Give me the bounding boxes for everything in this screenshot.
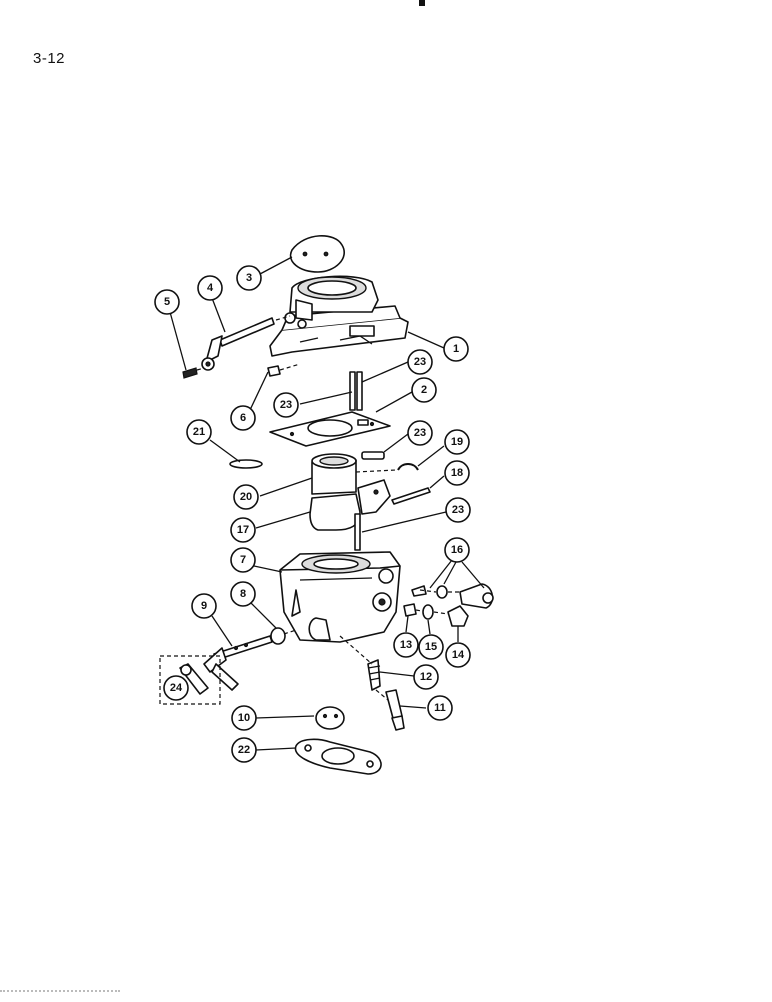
- part-5-screw: [182, 367, 205, 379]
- callout-label: 14: [452, 649, 465, 661]
- callout-24: 24: [163, 675, 189, 701]
- callout-label: 10: [238, 712, 250, 724]
- callout-4: 4: [197, 275, 223, 301]
- callout-label: 19: [451, 436, 463, 448]
- top-edge-mark: [419, 0, 425, 6]
- callout-5: 5: [154, 289, 180, 315]
- part-21-ring: [229, 459, 263, 469]
- leader-lines: [169, 256, 485, 751]
- callout-20: 20: [233, 484, 259, 510]
- callout-10: 10: [231, 705, 257, 731]
- callout-23-c: 23: [407, 420, 433, 446]
- callout-label: 23: [452, 504, 464, 516]
- callout-1: 1: [443, 336, 469, 362]
- part-2-gasket: [269, 411, 391, 447]
- callout-21: 21: [186, 419, 212, 445]
- callout-label: 23: [414, 356, 426, 368]
- callout-8: 8: [230, 581, 256, 607]
- part-6-screw: [267, 363, 301, 377]
- part-7-carburetor-body: [279, 551, 401, 643]
- callout-label: 23: [280, 399, 292, 411]
- callout-19: 19: [444, 429, 470, 455]
- page-number: 3-12: [33, 50, 66, 67]
- part-20-venturi: [311, 453, 357, 495]
- alignment-lines: [283, 469, 460, 701]
- callout-label: 6: [240, 412, 246, 424]
- callout-label: 15: [425, 641, 437, 653]
- callout-label: 2: [421, 384, 427, 396]
- callout-label: 17: [237, 524, 249, 536]
- callout-label: 11: [434, 702, 446, 714]
- callouts: 3 4 5 1 23 6 23 2 21 23 19 18 20 17 23 1…: [154, 265, 471, 763]
- part-13-jet: [403, 603, 417, 617]
- callout-2: 2: [411, 377, 437, 403]
- callout-label: 4: [207, 282, 214, 294]
- callout-label: 21: [193, 426, 205, 438]
- callout-13: 13: [393, 632, 419, 658]
- callout-17: 17: [230, 517, 256, 543]
- part-23-pin-middle: [361, 451, 385, 460]
- callout-18: 18: [444, 460, 470, 486]
- callout-23-d: 23: [445, 497, 471, 523]
- callout-23-a: 23: [407, 349, 433, 375]
- callout-15: 15: [418, 634, 444, 660]
- footer-smudge: [0, 990, 120, 1002]
- part-8-bushing: [270, 627, 286, 645]
- callout-12: 12: [413, 664, 439, 690]
- callout-6: 6: [230, 405, 256, 431]
- part-15-washer: [422, 604, 434, 620]
- callout-label: 12: [420, 671, 432, 683]
- part-14-plug: [447, 605, 469, 627]
- callout-label: 13: [400, 639, 412, 651]
- callout-label: 16: [451, 544, 463, 556]
- callout-23-b: 23: [273, 392, 299, 418]
- callout-label: 9: [201, 600, 207, 612]
- callout-14: 14: [445, 642, 471, 668]
- callout-22: 22: [231, 737, 257, 763]
- callout-label: 20: [240, 491, 252, 503]
- callout-3: 3: [236, 265, 262, 291]
- part-11-idle-screw: [385, 689, 405, 731]
- callout-label: 18: [451, 467, 463, 479]
- callout-label: 22: [238, 744, 250, 756]
- callout-label: 3: [246, 272, 252, 284]
- part-19-clip: [397, 463, 419, 471]
- callout-label: 1: [453, 343, 459, 355]
- callout-label: 23: [414, 427, 426, 439]
- part-24-lever-kit: [159, 655, 221, 705]
- part-23-pins-upper: [349, 371, 363, 411]
- part-3-choke-plate: [289, 235, 345, 273]
- part-9-throttle-shaft: [203, 635, 273, 691]
- callout-7: 7: [230, 547, 256, 573]
- callout-label: 24: [170, 682, 183, 694]
- callout-label: 8: [240, 588, 246, 600]
- callout-label: 5: [164, 296, 170, 308]
- part-12-spring: [367, 659, 381, 691]
- part-22-base-gasket: [294, 738, 382, 775]
- callout-11: 11: [427, 695, 453, 721]
- part-16-plug-set: [411, 583, 494, 609]
- callout-16: 16: [444, 537, 470, 563]
- part-18-float-pin: [391, 487, 431, 505]
- part-10-throttle-plate: [315, 706, 345, 730]
- callout-label: 7: [240, 554, 246, 566]
- part-1-air-horn: [269, 275, 409, 357]
- callout-9: 9: [191, 593, 217, 619]
- part-23-pin-lower: [354, 513, 361, 551]
- part-4-choke-shaft: [201, 315, 291, 371]
